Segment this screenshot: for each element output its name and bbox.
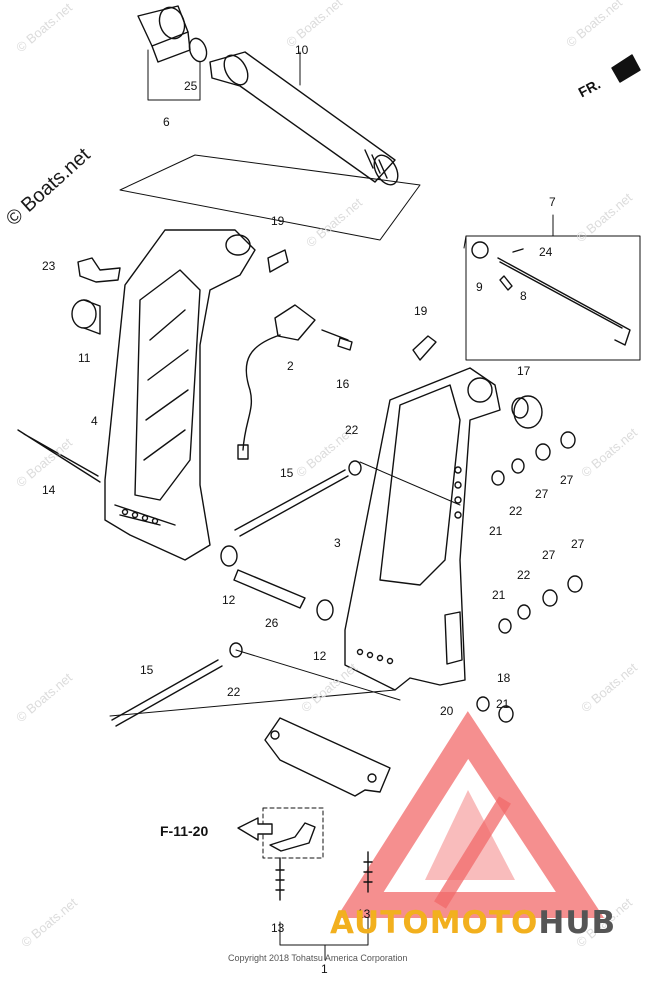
callout[interactable]: 27: [542, 548, 556, 562]
brand-part-1: AUTOMOTO: [330, 905, 539, 941]
forward-arrow-icon: [611, 54, 641, 83]
callout[interactable]: 21: [492, 588, 506, 602]
callout[interactable]: 18: [497, 671, 511, 685]
bushing-part-12-right: [316, 599, 334, 621]
kit-box-part-7: [463, 235, 641, 361]
ring-part-19-lower: [412, 335, 437, 361]
callout[interactable]: 3: [334, 536, 341, 550]
nut-part-17: [511, 395, 543, 429]
callout[interactable]: 14: [42, 483, 56, 497]
callout[interactable]: 10: [295, 43, 309, 57]
callout[interactable]: 19: [414, 304, 428, 318]
switch-part-2: [237, 304, 316, 460]
bolt-part-15-lower: [111, 659, 223, 727]
callout[interactable]: 25: [184, 79, 198, 93]
callout[interactable]: 27: [571, 537, 585, 551]
callout[interactable]: 12: [313, 649, 327, 663]
callout[interactable]: 2: [287, 359, 294, 373]
callout[interactable]: 8: [520, 289, 527, 303]
callout[interactable]: 27: [560, 473, 574, 487]
callout[interactable]: 1: [321, 962, 328, 976]
rod-part-7: [497, 257, 631, 346]
reference-arrow-icon: [237, 817, 273, 841]
brand-wordmark: AUTOMOTOHUB: [330, 905, 616, 941]
callout[interactable]: 27: [535, 487, 549, 501]
callout[interactable]: 12: [222, 593, 236, 607]
bushing-part-12-left: [220, 545, 238, 567]
callout[interactable]: 9: [476, 280, 483, 294]
bushing-part-11: [71, 299, 101, 335]
callout[interactable]: 26: [265, 616, 279, 630]
cap-part-9: [471, 241, 489, 259]
bolt-part-16: [321, 329, 353, 351]
bolt-part-14: [17, 429, 101, 483]
reference-label[interactable]: F-11-20: [160, 823, 209, 839]
bolt-part-13-right: [363, 851, 373, 893]
reference-box: [262, 807, 324, 859]
callout[interactable]: 7: [549, 195, 556, 209]
callout[interactable]: 11: [78, 351, 91, 365]
shaft-part-10: [209, 51, 399, 186]
clamp-part-23: [77, 257, 121, 283]
brand-part-2: HUB: [538, 905, 617, 941]
callout[interactable]: 17: [517, 364, 531, 378]
callout[interactable]: 19: [271, 214, 285, 228]
callout[interactable]: 22: [509, 504, 523, 518]
callout[interactable]: 15: [140, 663, 154, 677]
callout[interactable]: 4: [91, 414, 98, 428]
lever-part: [269, 822, 316, 852]
callout[interactable]: 24: [539, 245, 553, 259]
spacer-part-26: [233, 569, 306, 609]
bolt-part-13-left: [275, 857, 285, 901]
bracket-part-3: [344, 367, 501, 691]
callout[interactable]: 22: [227, 685, 241, 699]
callout[interactable]: 16: [336, 377, 350, 391]
bracket-part-4: [104, 229, 256, 561]
copyright-text: Copyright 2018 Tohatsu America Corporati…: [228, 953, 408, 963]
o-ring-part-25: [188, 37, 208, 63]
callout[interactable]: 13: [271, 921, 285, 935]
ring-part-19-upper: [267, 249, 289, 273]
bolt-part-15-upper: [234, 469, 349, 537]
washers-and-nuts: [229, 431, 583, 723]
callout[interactable]: 22: [345, 423, 359, 437]
pin-part-24: [512, 248, 524, 253]
callout[interactable]: 22: [517, 568, 531, 582]
plate-part-1: [264, 717, 391, 797]
callout[interactable]: 21: [496, 697, 510, 711]
automotohub-logo: [336, 711, 605, 918]
callout[interactable]: 6: [163, 115, 170, 129]
callout[interactable]: 21: [489, 524, 503, 538]
callout[interactable]: 23: [42, 259, 56, 273]
callout[interactable]: 13: [357, 907, 371, 921]
bushing-part-6: [137, 5, 191, 63]
callout[interactable]: 15: [280, 466, 294, 480]
callout[interactable]: 20: [440, 704, 454, 718]
clip-part-8: [499, 275, 513, 291]
